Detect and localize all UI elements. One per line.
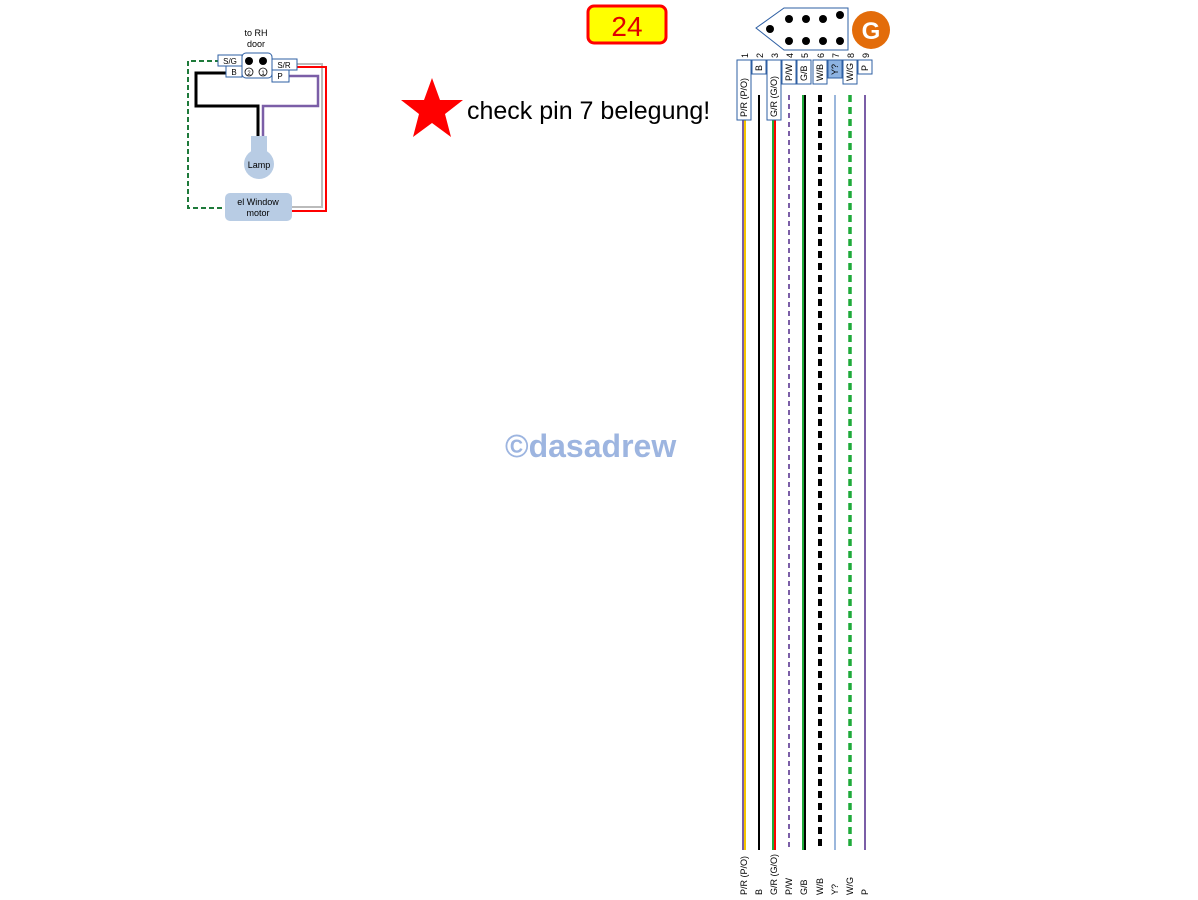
pin-number: 2 (247, 71, 251, 77)
pin-label-p: P (277, 72, 282, 81)
wire-pin-5: 5G/B G/B (796, 53, 812, 895)
wire-top-label: W/B (815, 64, 825, 81)
window-motor (225, 193, 292, 221)
pin-number: 8 (846, 53, 856, 58)
wire-label-box (781, 59, 797, 85)
pin-number: 6 (816, 53, 826, 58)
wire-bottom-label: P/R (P/O) (739, 856, 749, 895)
wire-pin-4: 4P/W P/W (781, 53, 797, 895)
wire-label-box (736, 59, 752, 121)
pin-number: 4 (785, 53, 795, 58)
wire-bottom-label: Y? (830, 884, 840, 895)
pin-label-b: B (231, 68, 236, 77)
wire-top-label: G/R (G/O) (769, 76, 779, 117)
wire-top-label: B (754, 65, 764, 71)
wire-top-label: P (860, 65, 870, 71)
wire-top-label: P/W (784, 63, 794, 81)
lamp-icon (244, 136, 274, 179)
wire-top-label: Y? (830, 64, 840, 75)
wire-pin-6: 6W/B W/B (812, 53, 828, 895)
wire-label-box (766, 59, 782, 121)
wire-bottom-label: B (754, 889, 764, 895)
wire-pin-7: 7Y? Y? (827, 53, 843, 895)
wire-label-box (751, 59, 767, 75)
connector-g: G (755, 7, 890, 51)
motor-label-2: motor (246, 208, 269, 218)
pin-label-sg: S/G (223, 57, 237, 66)
pin-number: 9 (861, 53, 871, 58)
wire-bottom-label: G/R (G/O) (769, 854, 779, 895)
wire-bottom-label: W/B (815, 878, 825, 895)
wire-top-label: W/G (845, 63, 855, 81)
motor-label: el Window (237, 197, 279, 207)
pin-number: 5 (800, 53, 810, 58)
lamp-label: Lamp (248, 160, 271, 170)
wire-bottom-label: P/W (784, 877, 794, 895)
wire-label-box (827, 59, 843, 79)
watermark: ©dasadrew (505, 428, 676, 464)
pin-number: 1 (740, 53, 750, 58)
pin-label-sr: S/R (277, 61, 291, 70)
wire-label-box (842, 59, 858, 85)
page-number-badge: 24 (586, 4, 668, 45)
diagram-title: to RH (244, 28, 267, 38)
wire-pin-3: 3G/R (G/O) G/R (G/O) (766, 53, 782, 895)
wire-harness: 1P/R (P/O) P/R (P/O) 2B B 3G/R (G/O) G/R (G/O… (736, 53, 873, 895)
wire-label-box (796, 59, 812, 85)
wire-bottom-label: W/G (845, 877, 855, 895)
pin-number: 7 (831, 53, 841, 58)
diagram-title-2: door (247, 39, 265, 49)
wire-label-box (812, 59, 828, 85)
star-icon (401, 78, 463, 137)
wire-pin-1: 1P/R (P/O) P/R (P/O) (736, 53, 752, 895)
wire-bottom-label: P (860, 889, 870, 895)
wire-pin-9: 9P P (857, 53, 873, 895)
connector-letter: G (862, 18, 881, 45)
note-text: check pin 7 belegung! (467, 97, 710, 125)
wire-pin-8: 8W/G W/G (842, 53, 858, 895)
wire-bottom-label: G/B (799, 879, 809, 895)
page-number: 24 (611, 11, 642, 42)
pin-number: 2 (755, 53, 765, 58)
wire-top-label: G/B (799, 65, 809, 81)
pin-number: 1 (261, 71, 265, 77)
wire-label-box (857, 59, 873, 75)
pin-number: 3 (770, 53, 780, 58)
wire-pin-2: 2B B (751, 53, 767, 895)
rh-door-diagram: to RH door 2 1 S/G B S/R P Lamp el Windo… (187, 28, 327, 221)
wire-top-label: P/R (P/O) (739, 78, 749, 117)
